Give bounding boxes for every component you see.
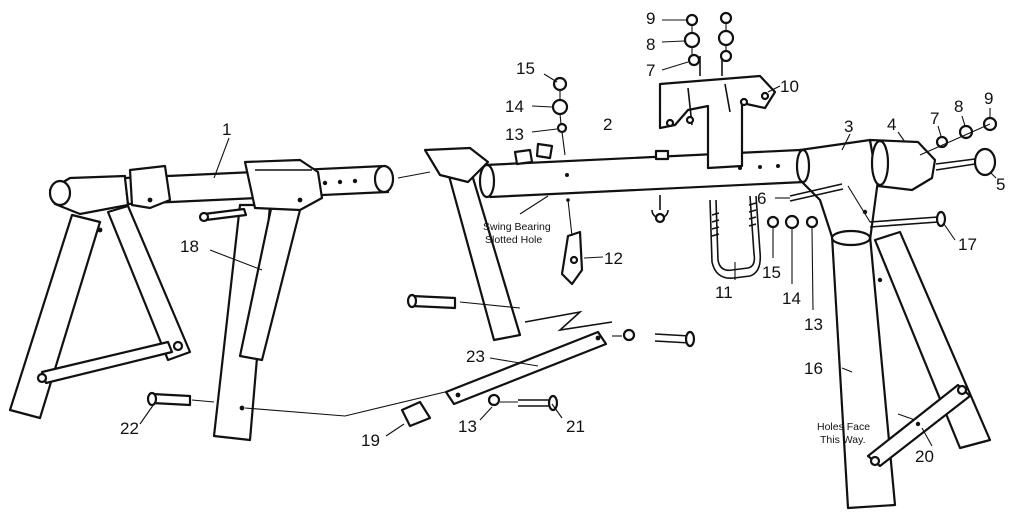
right-end [795,116,998,248]
pin [410,294,457,310]
u-bolt [709,195,762,279]
leader-lines [139,19,997,447]
label-part-10: 10 [780,77,799,96]
label-part-14-center: 14 [505,97,524,116]
center-top-bar [423,142,806,342]
left-inner-leg [106,204,192,362]
label-part-16: 16 [804,359,823,378]
label-part-2: 2 [603,115,612,134]
label-part-5: 5 [996,175,1005,194]
left-clamp-1 [128,164,172,210]
label-part-9-right: 9 [984,89,993,108]
note-swing-bearing: Swing Bearing [483,221,551,233]
notes: Swing Bearing Slotted Hole Holes Face Th… [483,221,870,446]
label-part-19: 19 [361,431,380,450]
alignment-lines [191,24,991,417]
lower-brace-23 [444,310,613,406]
label-part-4: 4 [887,115,896,134]
label-part-12: 12 [604,249,623,268]
label-part-13-right: 13 [804,315,823,334]
label-part-13-lower: 13 [458,417,477,436]
label-part-15-center: 15 [516,59,535,78]
label-part-17: 17 [958,235,977,254]
label-part-8-right: 8 [954,97,963,116]
pin-22 [150,392,192,407]
label-part-20: 20 [915,447,934,466]
left-a-frame [8,158,395,442]
label-part-8-top: 8 [646,35,655,54]
label-part-6: 6 [757,189,766,208]
label-part-7-top: 7 [646,61,655,80]
label-part-1: 1 [222,120,231,139]
left-rear-leg [8,213,102,420]
left-clamp-2 [243,158,324,212]
note-this-way: This Way. [820,434,866,446]
label-part-14-right: 14 [782,289,801,308]
brace-bar [444,330,608,406]
right-a-frame [830,209,992,510]
note-holes-face: Holes Face [817,421,870,433]
label-part-18: 18 [180,237,199,256]
label-part-9-top: 9 [646,9,655,28]
label-part-11: 11 [715,283,733,302]
label-part-3: 3 [844,117,853,136]
note-slotted-hole: Slotted Hole [485,234,542,246]
center-leg-bracket [423,146,490,184]
cap-19 [400,400,432,428]
right-front-leg-16 [830,234,897,510]
label-part-13-center: 13 [505,125,524,144]
label-part-7-right: 7 [930,109,939,128]
label-part-22: 22 [120,419,139,438]
label-part-23: 23 [466,347,485,366]
label-part-21: 21 [566,417,585,436]
label-part-15-right: 15 [762,263,781,282]
hardware [146,11,947,428]
part-numbers: 1 2 3 4 5 6 7 8 9 7 8 9 10 11 12 13 14 1… [120,9,1005,466]
